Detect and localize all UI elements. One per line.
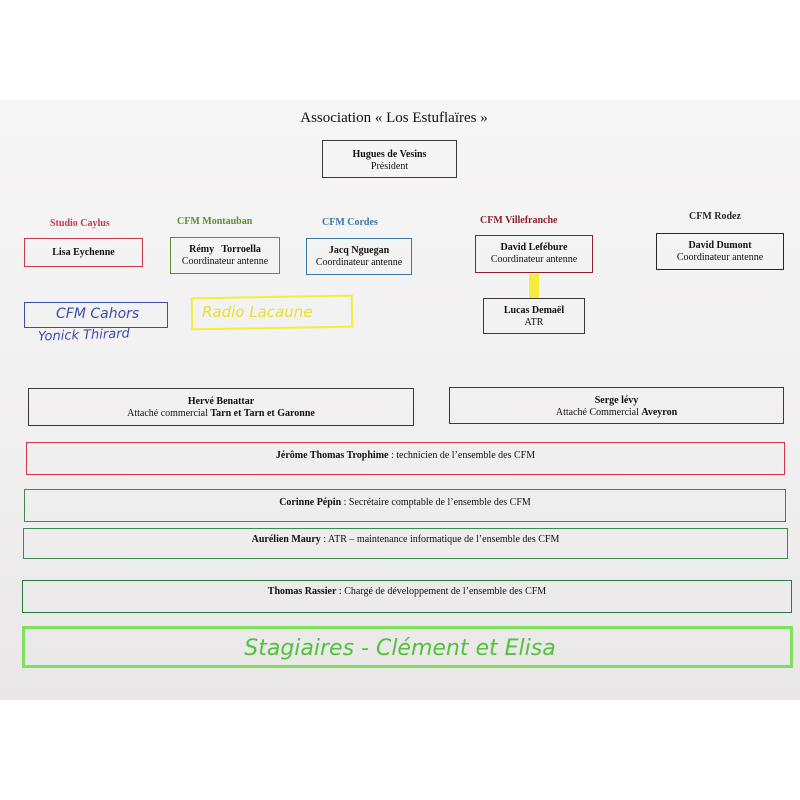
commercial-role: Attaché commercial Tarn et Tarn et Garon…	[29, 408, 413, 420]
staff-desc: : Secrétaire comptable de l’ensemble des…	[341, 497, 531, 508]
commercial-role-prefix: Attaché commercial	[127, 408, 211, 419]
handwritten-cahors-org: CFM Cahors	[56, 306, 140, 322]
handwritten-cahors-box	[24, 302, 168, 328]
staff-name: Thomas Rassier	[267, 586, 337, 597]
president-role: Président	[370, 161, 409, 172]
commercial-box-aveyron: Serge lévy Attaché Commercial Aveyron	[449, 387, 784, 424]
staff-desc: : Chargé de développement de l’ensemble …	[336, 586, 547, 597]
staff-desc: : ATR – maintenance informatique de l’en…	[320, 534, 560, 545]
org-label-cfm-montauban: CFM Montauban	[177, 216, 253, 227]
station-person-name: Rémy Torroella	[189, 244, 261, 255]
yellow-connector	[529, 274, 539, 298]
handwritten-lacaune-text: Radio Lacaune	[202, 303, 313, 321]
org-label-cfm-rodez: CFM Rodez	[689, 211, 741, 222]
staff-row-developpement: Thomas Rassier : Chargé de développement…	[22, 580, 792, 613]
station-box-cfm-montauban: Rémy Torroella Coordinateur antenne	[170, 237, 280, 274]
atr-name: Lucas Demaël	[503, 305, 565, 316]
commercial-role-prefix: Attaché Commercial	[555, 407, 642, 418]
org-label-studio-caylus: Studio Caylus	[50, 218, 110, 229]
station-box-cfm-villefranche: David Leféburе Coordinateur antenne	[475, 235, 593, 273]
station-box-studio-caylus: Lisa Eychenne	[24, 238, 143, 267]
station-person-role: Coordinateur antenne	[490, 254, 578, 265]
atr-role: ATR	[524, 317, 544, 328]
commercial-role: Attaché Commercial Aveyron	[450, 407, 783, 419]
station-person-name: Jacq Nguegan	[328, 245, 390, 256]
staff-name: Aurélien Maury	[251, 534, 321, 545]
station-person-name: David Leféburе	[500, 242, 568, 253]
handwritten-cahors-name: Yonick Thirard	[37, 326, 131, 345]
station-person-role: Coordinateur antenne	[676, 252, 764, 263]
staff-row-technicien: Jérôme Thomas Trophime : technicien de l…	[26, 442, 785, 475]
handwritten-stagiaires-box	[22, 626, 793, 668]
document-title: Association « Los Estuflaïres »	[0, 110, 800, 127]
commercial-box-tarn: Hervé Benattar Attaché commercial Tarn e…	[28, 388, 414, 426]
commercial-name: Serge lévy	[594, 395, 639, 406]
atr-villefranche-box: Lucas Demaël ATR	[483, 298, 585, 334]
staff-row-secretaire: Corinne Pépin : Secrétaire comptable de …	[24, 489, 786, 522]
staff-name: Jérôme Thomas Trophime	[275, 450, 389, 461]
president-box: Hugues de Vesins Président	[322, 140, 457, 178]
title-text: Association « Los Estuflaïres »	[300, 110, 488, 126]
station-person-name: David Dumont	[688, 240, 752, 251]
president-name: Hugues de Vesins	[352, 149, 427, 160]
handwritten-stagiaires-text: Stagiaires - Clément et Elisa	[244, 636, 556, 661]
paper-sheet	[0, 100, 800, 700]
station-box-cfm-cordes: Jacq Nguegan Coordinateur antenne	[306, 238, 412, 275]
station-person-role: Coordinateur antenne	[315, 257, 403, 268]
staff-desc: : technicien de l’ensemble des CFM	[388, 450, 536, 461]
commercial-role-area: Tarn et Tarn et Garonne	[210, 408, 315, 419]
org-label-cfm-villefranche: CFM Villefranche	[480, 215, 558, 226]
station-box-cfm-rodez: David Dumont Coordinateur antenne	[656, 233, 784, 270]
staff-name: Corinne Pépin	[279, 497, 342, 508]
commercial-role-area: Aveyron	[641, 407, 678, 418]
station-person-role: Coordinateur antenne	[181, 256, 269, 267]
station-person-name: Lisa Eychenne	[52, 247, 115, 258]
org-label-cfm-cordes: CFM Cordes	[322, 217, 378, 228]
staff-row-atr-maintenance: Aurélien Maury : ATR – maintenance infor…	[23, 528, 788, 559]
commercial-name: Hervé Benattar	[187, 396, 255, 407]
